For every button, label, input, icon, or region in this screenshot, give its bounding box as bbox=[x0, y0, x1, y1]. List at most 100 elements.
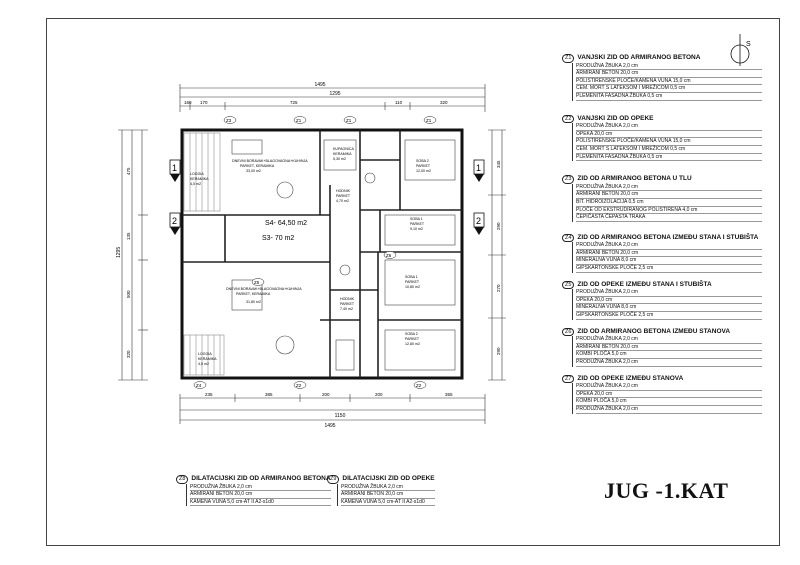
room-area: 4,5 m2 bbox=[198, 362, 209, 366]
top-dimension-lines bbox=[179, 84, 486, 112]
room-floor: KERAMIKA bbox=[190, 177, 209, 181]
room-name: HODNIK bbox=[340, 297, 355, 301]
dim-left-seg: 500 bbox=[126, 290, 131, 298]
dim-right-seg: 270 bbox=[496, 284, 501, 292]
room-name: SOBA 1 bbox=[405, 275, 418, 279]
dim-top-seg: 110 bbox=[395, 100, 403, 105]
left-dimension-lines bbox=[118, 129, 148, 381]
room-area: 33,00 m2 bbox=[246, 169, 261, 173]
section-label: 1 bbox=[172, 163, 177, 173]
room-floor: KERAMIKA bbox=[333, 152, 352, 156]
room-name: SOBA 2 bbox=[416, 159, 429, 163]
room-area: 4,5 m2 bbox=[190, 182, 201, 186]
legend-title: ZID OD OPEKE IZMEĐU STANOVA bbox=[577, 374, 684, 382]
svg-text:Z2: Z2 bbox=[296, 383, 302, 388]
room-name: SOBA 2 bbox=[405, 332, 418, 336]
room-name: LOGGIA bbox=[190, 172, 204, 176]
legend-title: ZID OD OPEKE IZMEĐU STANA I STUBIŠTA bbox=[577, 280, 712, 288]
svg-text:Z3: Z3 bbox=[226, 118, 232, 123]
dim-left-seg: 135 bbox=[126, 232, 131, 240]
legend-tag: Z4 bbox=[562, 233, 575, 243]
north-arrow-icon: S bbox=[730, 34, 751, 66]
svg-text:Z1: Z1 bbox=[346, 118, 352, 123]
dim-left-total: 1295 bbox=[116, 247, 122, 258]
legend-title: ZID OD ARMIRANOG BETONA IZMEĐU STANOVA bbox=[577, 327, 731, 335]
room-area: 7,40 m2 bbox=[340, 307, 353, 311]
svg-text:Z6: Z6 bbox=[386, 253, 392, 258]
dim-bottom-seg: 200 bbox=[375, 392, 383, 397]
interior-walls bbox=[182, 130, 462, 378]
dim-bottom-seg: 200 bbox=[322, 392, 330, 397]
dim-top-seg: 725 bbox=[290, 100, 298, 105]
legend-title: VANJSKI ZID OD ARMIRANOG BETONA bbox=[577, 54, 701, 61]
dim-right-seg: 345 bbox=[496, 160, 501, 168]
dim-top-seg: 160 bbox=[184, 100, 192, 105]
svg-text:Z1: Z1 bbox=[296, 118, 302, 123]
dim-right-seg: 290 bbox=[496, 222, 501, 230]
legend-tag: Z3 bbox=[562, 175, 575, 184]
loggia-top-hatch bbox=[183, 132, 221, 212]
dim-bottom-seg: 235 bbox=[205, 392, 213, 397]
dim-top-seg: 320 bbox=[440, 100, 448, 105]
room-name: KUPAONICA bbox=[333, 147, 355, 151]
dim-left-seg: 320 bbox=[126, 350, 131, 358]
bottom-dimension-lines bbox=[179, 394, 486, 424]
legend-tag: Z8 bbox=[176, 475, 189, 484]
drawing-sheet-border bbox=[46, 18, 780, 546]
apt-area-top: S4- 64,50 m2 bbox=[265, 220, 307, 227]
wall-tags: Z3 Z1 Z1 Z1 Z4 Z2 Z2 Z5 Z6 bbox=[193, 116, 437, 389]
dim-right-seg: 290 bbox=[496, 347, 501, 355]
room-floor: PARKET bbox=[405, 280, 420, 284]
room-floor: PARKET bbox=[340, 302, 355, 306]
room-area: 31,80 m2 bbox=[246, 300, 261, 304]
room-floor: PARKET bbox=[410, 222, 425, 226]
legend-tag: Z7 bbox=[562, 374, 575, 384]
room-area: 10,80 m2 bbox=[405, 285, 420, 289]
legend-title: DILATACIJSKI ZID OD ARMIRANOG BETONA bbox=[191, 475, 331, 482]
legend-tag: Z1 bbox=[562, 54, 575, 63]
room-name: DNEVNI BORAVAK+BLAGOVAONA+KUHINJA bbox=[226, 287, 302, 291]
room-area: 12,80 m2 bbox=[405, 342, 420, 346]
svg-text:Z2: Z2 bbox=[416, 383, 422, 388]
apt-area-bottom: S3- 70 m2 bbox=[262, 235, 294, 242]
svg-text:Z5: Z5 bbox=[254, 280, 260, 285]
room-name: HODNIK bbox=[336, 189, 351, 193]
loggia-bottom-hatch bbox=[183, 334, 225, 376]
room-area: 4,70 m2 bbox=[336, 199, 349, 203]
room-floor: PARKET bbox=[336, 194, 351, 198]
dim-bottom-mid: 1150 bbox=[335, 413, 346, 419]
section-label: 2 bbox=[172, 216, 177, 226]
dim-left-seg: 475 bbox=[126, 167, 131, 175]
room-area: 12,00 m2 bbox=[416, 169, 431, 173]
section-marker-1-right bbox=[473, 159, 485, 182]
room-floor: PARKET bbox=[405, 337, 420, 341]
right-dimension-lines bbox=[488, 129, 506, 381]
furniture bbox=[231, 139, 456, 371]
legend-title: ZID OD ARMIRANOG BETONA U TLU bbox=[577, 175, 692, 183]
dim-bottom-seg: 385 bbox=[265, 392, 273, 397]
legend-tag: Z6 bbox=[562, 327, 575, 337]
dim-bottom-seg: 355 bbox=[445, 392, 453, 397]
section-marker-2-left bbox=[169, 212, 181, 235]
legend-title: ZID OD ARMIRANOG BETONA IZMEĐU STANA I S… bbox=[577, 233, 759, 241]
section-label: 1 bbox=[476, 163, 481, 173]
legend-tag: Z5 bbox=[562, 280, 575, 290]
room-name: DNEVNI BORAVAK+BLAGOVAONA+KUHINJA bbox=[232, 159, 308, 163]
north-label: S bbox=[746, 41, 751, 48]
legend-title: DILATACIJSKI ZID OD OPEKE bbox=[342, 475, 435, 482]
legend-title: VANJSKI ZID OD OPEKE bbox=[577, 114, 654, 122]
room-floor: PARKET, KERAMIKA bbox=[240, 164, 275, 168]
dim-top-seg: 170 bbox=[200, 100, 208, 105]
room-labels: DNEVNI BORAVAK+BLAGOVAONA+KUHINJA PARKET… bbox=[190, 147, 431, 366]
room-floor: PARKET, KERAMIKA bbox=[236, 292, 271, 296]
section-marker-2-right bbox=[473, 212, 485, 235]
legend-tag: Z2 bbox=[562, 114, 575, 124]
